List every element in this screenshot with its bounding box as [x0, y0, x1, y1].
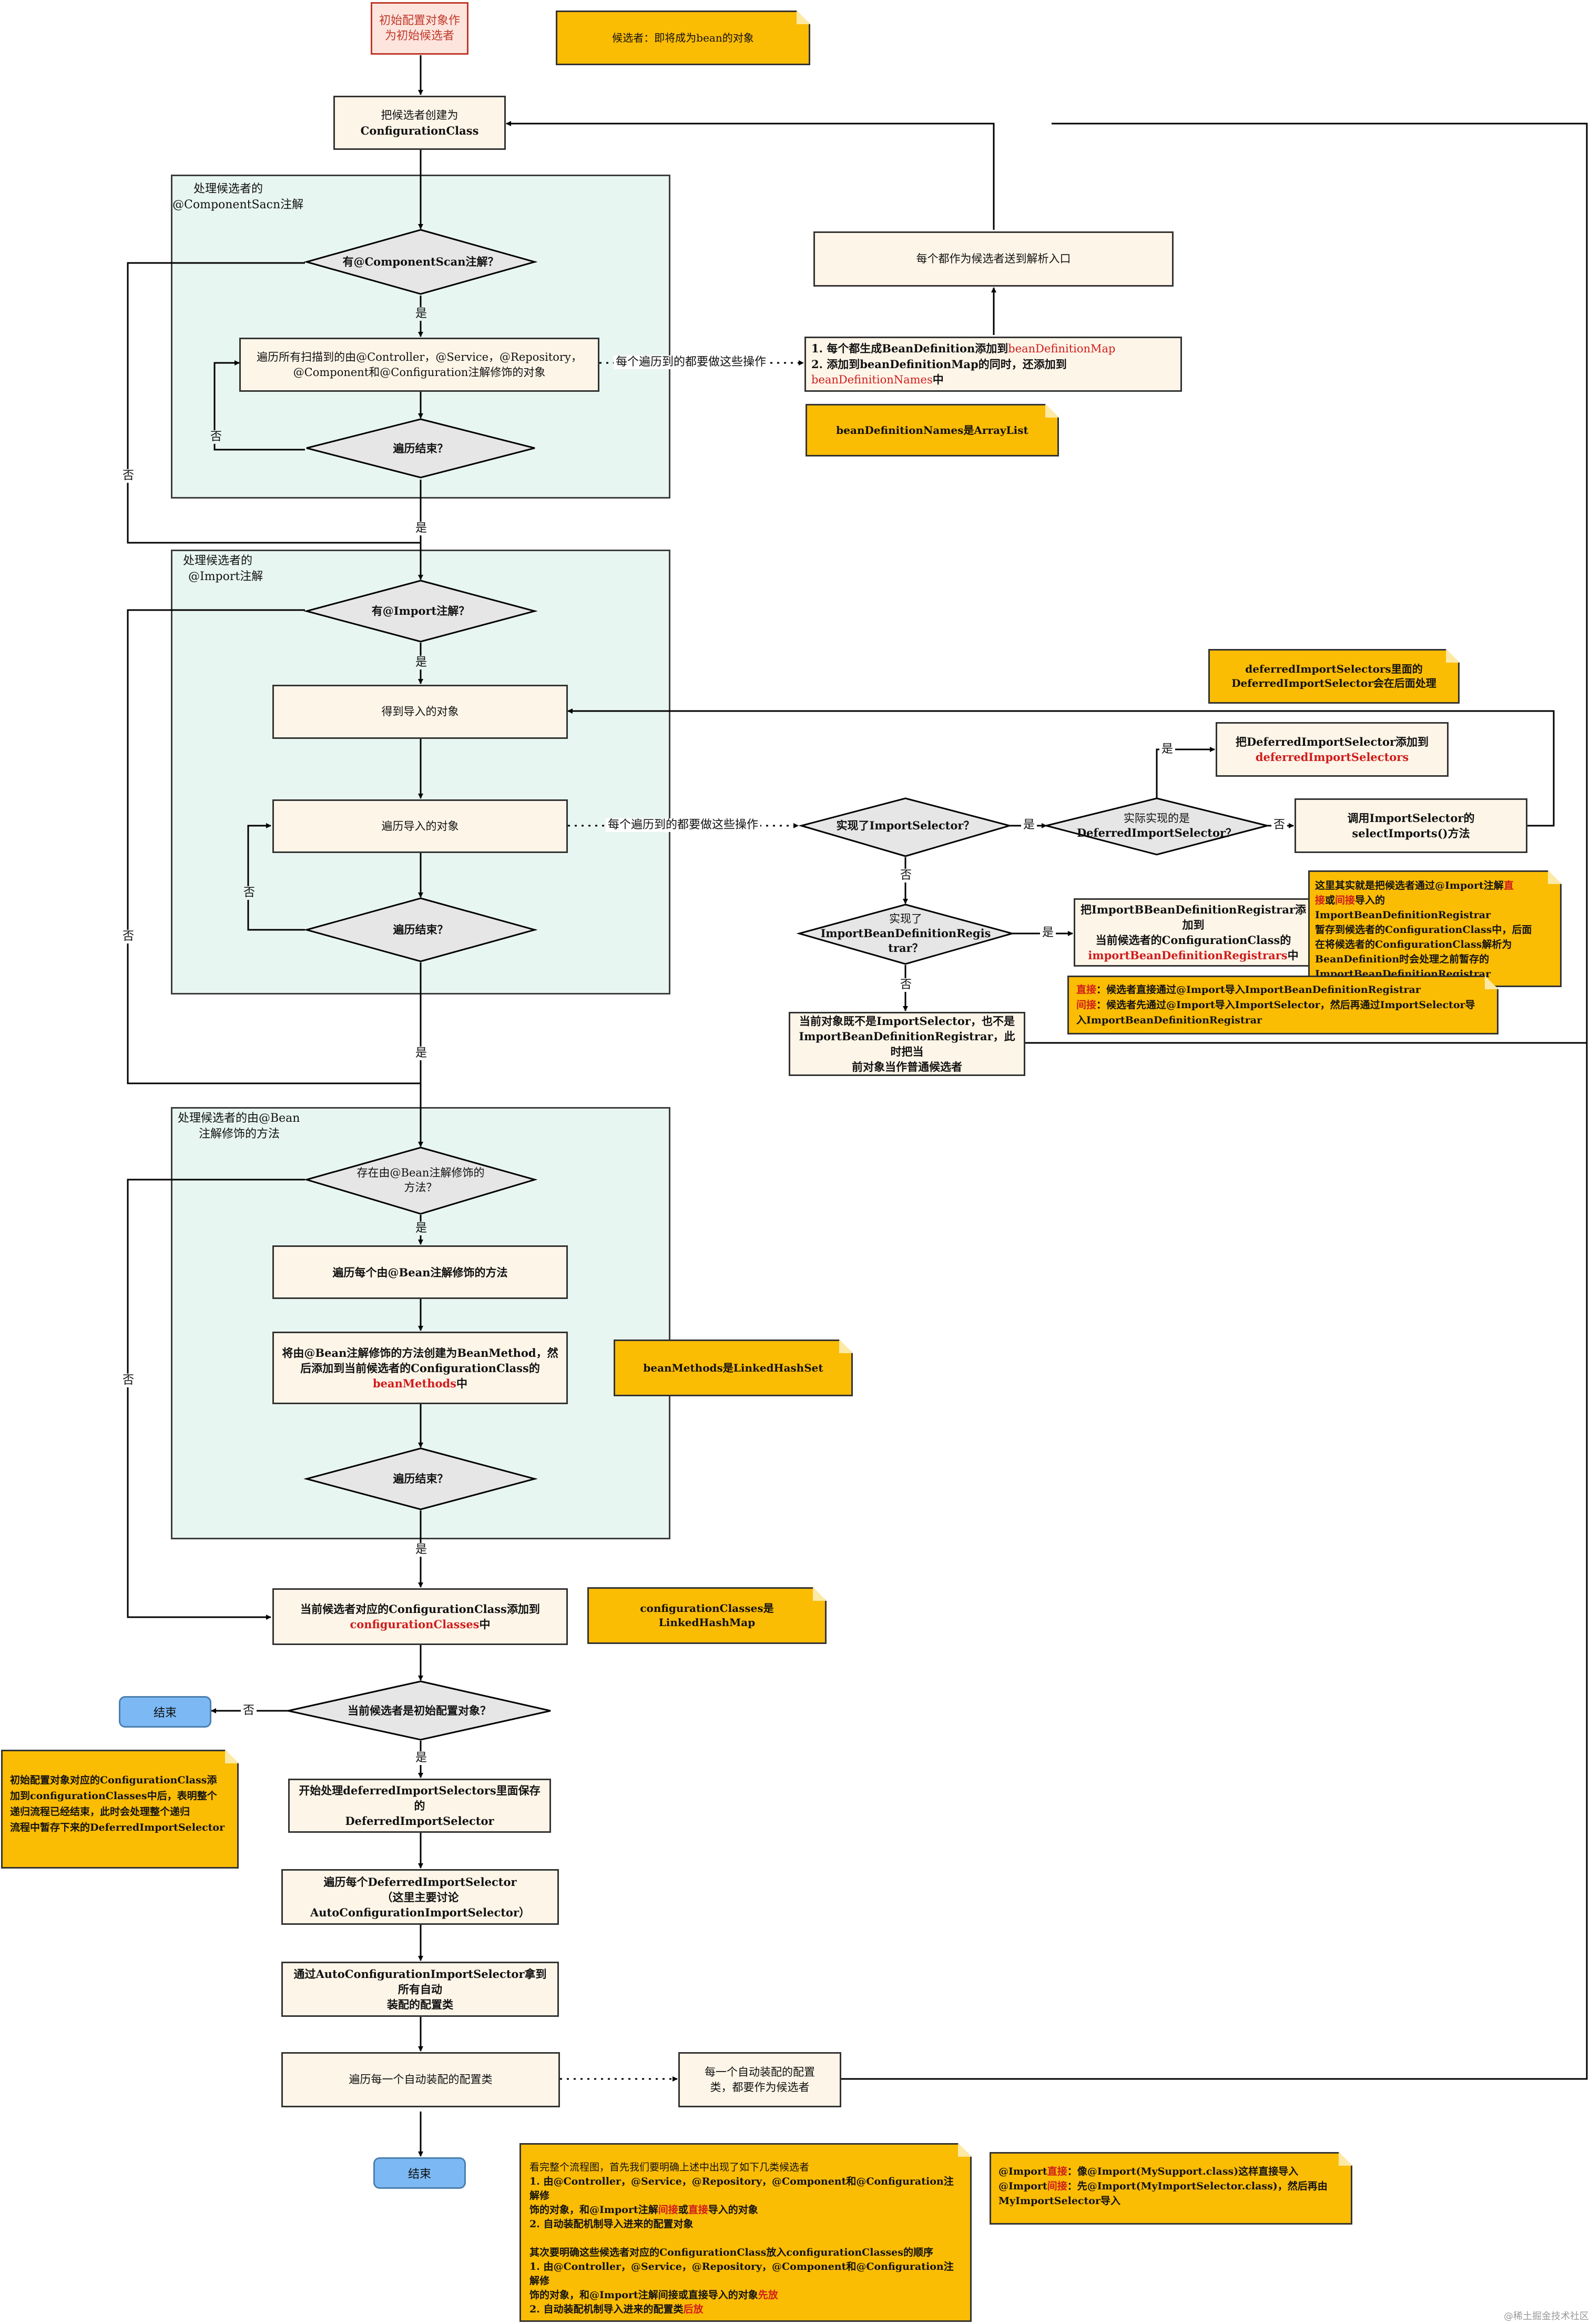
start-box: 初始配置对象作为初始候选者 [371, 2, 468, 55]
note-bdnames: beanDefinitionNames是ArrayList [806, 404, 1059, 456]
has-import-label: 有@Import注解？ [371, 604, 470, 617]
label-yes: 是 [1040, 926, 1056, 940]
label-no: 否 [120, 930, 137, 943]
get-imported-box: 得到导入的对象 [272, 685, 568, 739]
note-import-examples: @Import直接：像@Import(MySupport.class)这样直接导… [990, 2152, 1352, 2225]
note-fold [225, 1750, 239, 1763]
traverse-deferred-box: 遍历每个DeferredImportSelector（这里主要讨论AutoCon… [281, 1869, 559, 1925]
watermark: @稀土掘金技术社区 [1504, 2311, 1589, 2322]
decision-actual-deferred [1046, 797, 1268, 856]
note-fold [1446, 649, 1460, 663]
note-fold [958, 2143, 972, 2157]
has-componentscan-label: 有@ComponentScan注解？ [342, 255, 499, 268]
note-fold [1045, 404, 1059, 418]
note-summary: 看完整个流程图，首先我们要明确上述中出现了如下几类候选者 1. 由@Contro… [519, 2143, 972, 2322]
note-direct-indirect: 直接：候选者直接通过@Import导入ImportBeanDefinitionR… [1067, 976, 1499, 1034]
note-fold [839, 1339, 853, 1353]
label-no: 否 [208, 430, 225, 444]
section-componentscan-title: 处理候选者的 @ComponentSacn注解 [172, 182, 304, 211]
label-no: 否 [1271, 818, 1288, 832]
scan-traverse-box: 遍历所有扫描到的由@Controller，@Service，@Repositor… [239, 338, 599, 392]
note-registrar: 这里其实就是把候选者通过@Import注解直 接或间接导入的ImportBean… [1308, 870, 1562, 987]
note-fold [813, 1587, 827, 1601]
label-no: 否 [898, 869, 914, 882]
note-candidate: 候选者：即将成为bean的对象 [556, 11, 810, 65]
decision-impl-registrar [796, 904, 1015, 965]
label-no: 否 [120, 469, 137, 483]
label-no: 否 [241, 886, 258, 900]
label-yes: 是 [1159, 743, 1176, 756]
note-fold [1485, 976, 1499, 989]
label-yes: 是 [413, 522, 430, 535]
label-yes: 是 [413, 1222, 430, 1235]
decision-traverse-end-1 [306, 418, 535, 479]
impl-selector-label: 实现了ImportSelector？ [836, 819, 975, 832]
is-initial-label: 当前候选者是初始配置对象？ [348, 1704, 491, 1717]
traverse-end-2-label: 遍历结束？ [393, 923, 449, 936]
note-fold [1548, 870, 1562, 884]
decision-is-initial [288, 1680, 551, 1741]
label-yes: 是 [413, 1751, 430, 1765]
label-no: 否 [120, 1374, 137, 1387]
note-beanmethods: beanMethods是LinkedHashSet [614, 1339, 853, 1396]
label-no: 否 [241, 1704, 257, 1718]
note-fold [1339, 2152, 1352, 2166]
label-each-op: 每个遍历到的都要做这些操作 [614, 356, 769, 369]
note-fold [797, 11, 810, 24]
label-yes: 是 [413, 656, 430, 669]
get-auto-box: 通过AutoConfigurationImportSelector拿到所有自动装… [281, 1962, 559, 2017]
end-terminal-2: 结束 [373, 2157, 466, 2189]
traverse-auto-box: 遍历每一个自动装配的配置类 [281, 2052, 560, 2107]
label-no: 否 [898, 978, 914, 992]
label-yes: 是 [413, 1543, 430, 1557]
each-as-candidate-box: 每个都作为候选者送到解析入口 [813, 231, 1174, 287]
traverse-end-1-label: 遍历结束？ [393, 442, 449, 455]
decision-impl-selector [798, 797, 1013, 857]
bean-method-create-box: 将由@Bean注解修饰的方法创建为BeanMethod，然后添加到当前候选者的C… [272, 1332, 568, 1404]
bd-ops-box: 1. 每个都生成BeanDefinition添加到beanDefinitionM… [804, 337, 1182, 392]
section-bean-title: 处理候选者的由@Bean 注解修饰的方法 [178, 1112, 300, 1141]
label-each-op: 每个遍历到的都要做这些操作 [606, 818, 761, 832]
section-import-title: 处理候选者的 @Import注解 [183, 554, 263, 583]
call-select-imports-box: 调用ImportSelector的selectImports()方法 [1295, 798, 1527, 853]
label-yes: 是 [1021, 818, 1037, 832]
traverse-imported-box: 遍历导入的对象 [272, 799, 568, 853]
decision-traverse-end-3 [303, 1447, 538, 1510]
add-registrar-box: 把ImportBBeanDefinitionRegistrar添加到当前候选者的… [1074, 898, 1313, 967]
decision-has-componentscan [303, 229, 538, 295]
label-yes: 是 [413, 307, 430, 321]
note-initial: 初始配置对象对应的ConfigurationClass添 加到configura… [1, 1750, 239, 1869]
decision-has-bean-method [303, 1146, 538, 1215]
auto-as-candidate-box: 每一个自动装配的配置类，都要作为候选者 [678, 2052, 841, 2107]
traverse-end-3-label: 遍历结束？ [393, 1472, 449, 1485]
end-terminal-1: 结束 [119, 1696, 211, 1728]
has-bean-method-label: 存在由@Bean注解修饰的方法？ [356, 1166, 485, 1194]
decision-has-import [303, 580, 538, 643]
decision-traverse-end-2 [303, 897, 538, 962]
traverse-bean-box: 遍历每个由@Bean注解修饰的方法 [272, 1245, 568, 1299]
label-yes: 是 [413, 1047, 430, 1060]
note-config-classes: configurationClasses是LinkedHashMap [587, 1587, 827, 1644]
